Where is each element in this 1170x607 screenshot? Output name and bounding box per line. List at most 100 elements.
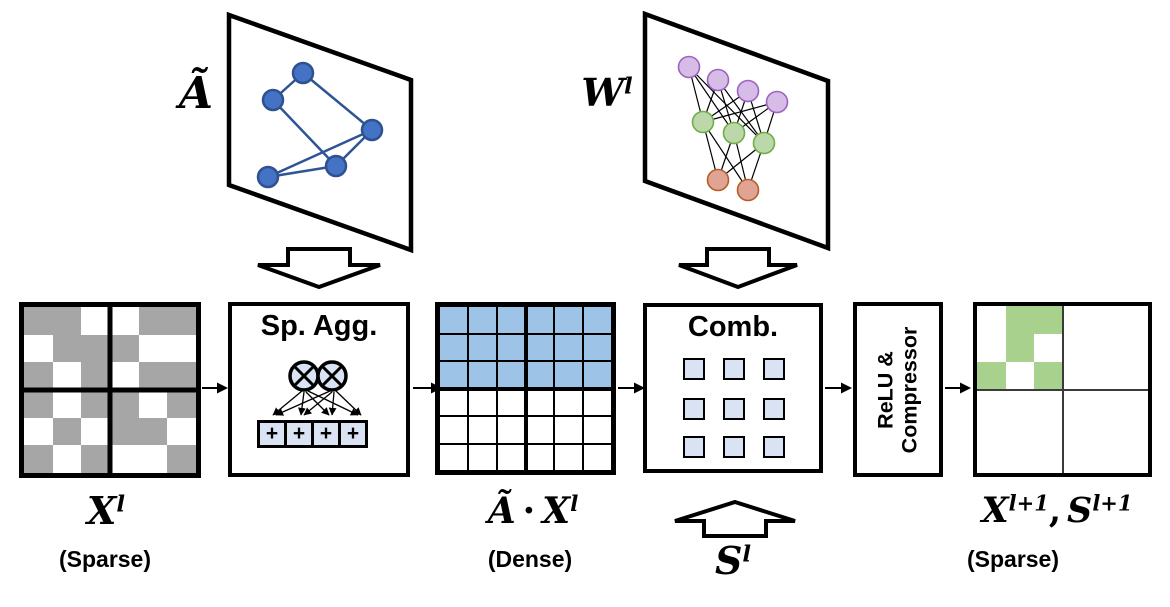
matrix-cell	[467, 443, 497, 471]
matrix-cell	[1120, 389, 1149, 417]
matrix-cell	[167, 389, 196, 418]
relu-compressor-label: ReLU & Compressor	[873, 326, 921, 453]
weights-plane	[642, 10, 831, 252]
matrix-cell	[24, 307, 53, 335]
arrowhead-icon	[960, 382, 971, 394]
matrix-cell	[52, 417, 82, 446]
matrix-cell	[167, 362, 196, 390]
matrix-cell	[1063, 417, 1092, 445]
graph-node	[360, 118, 384, 142]
matrix-cell	[1120, 445, 1149, 473]
accumulator-cell: +	[284, 420, 314, 448]
plus-icon: +	[346, 422, 360, 445]
plus-icon: +	[292, 422, 306, 445]
matrix-cell	[52, 334, 82, 363]
graph-node	[324, 154, 348, 178]
matrix-cell	[1120, 306, 1149, 334]
matrix-cell	[525, 416, 555, 444]
matrix-cell	[439, 388, 468, 416]
matrix-cell	[1063, 389, 1092, 417]
matrix-cell	[977, 389, 1006, 417]
matrix-cell	[139, 445, 168, 473]
matrix-cell	[52, 307, 82, 335]
comb-cell	[683, 398, 705, 420]
matrix-cell	[467, 333, 497, 361]
matrix-cell	[24, 418, 53, 446]
matrix-cell	[1063, 445, 1092, 473]
matrix-cell	[109, 389, 139, 418]
matrix-cell	[138, 417, 168, 446]
nn-node-output	[736, 178, 760, 202]
nn-nodes	[677, 55, 789, 202]
matrix-cell	[1120, 334, 1149, 362]
matrix-cell	[583, 361, 612, 389]
adjacency-plane	[226, 11, 414, 254]
matrix-cell	[109, 334, 139, 363]
comb-cell	[683, 358, 705, 380]
matrix-cell	[439, 306, 468, 334]
matrix-cell	[138, 307, 168, 335]
matrix-cell	[554, 361, 584, 389]
input-matrix-sublabel: (Sparse)	[58, 546, 152, 572]
matrix-cell	[53, 362, 82, 390]
matrix-cell	[977, 306, 1006, 334]
nn-node-hidden	[752, 131, 776, 155]
arrowhead-icon	[634, 382, 645, 394]
matrix-cell	[439, 443, 468, 471]
matrix-cell	[110, 362, 139, 390]
matrix-cell	[496, 306, 526, 334]
matrix-cell	[525, 388, 555, 416]
comb-cell	[723, 436, 745, 458]
matrix-cell	[525, 306, 555, 334]
nn-node-input	[765, 90, 789, 114]
matrix-cell	[525, 443, 555, 471]
matrix-cell	[1006, 417, 1035, 445]
nn-node-input	[677, 55, 701, 79]
sparse-aggregation-box: Sp. Agg.	[228, 302, 410, 477]
matrix-cell	[583, 416, 612, 444]
matrix-cell	[139, 335, 168, 363]
adjacency-label: Ã	[178, 68, 214, 119]
comb-cell	[763, 436, 785, 458]
flow-arrows	[202, 382, 971, 394]
matrix-cell	[1063, 306, 1092, 334]
aggregation-graphic	[272, 360, 362, 416]
output-matrix	[973, 302, 1152, 477]
matrix-cell	[496, 388, 526, 416]
matrix-cell	[583, 333, 612, 361]
up-arrow-icon	[674, 499, 796, 538]
matrix-cell	[525, 333, 555, 361]
matrix-cell	[167, 335, 196, 363]
dense-matrix-sublabel: (Dense)	[487, 546, 573, 572]
matrix-cell	[583, 443, 612, 471]
matrix-cell	[109, 417, 139, 446]
matrix-cell	[24, 335, 53, 363]
plus-icon: +	[265, 422, 279, 445]
matrix-cell	[167, 445, 196, 473]
matrix-cell	[24, 362, 53, 390]
matrix-cell	[1120, 417, 1149, 445]
matrix-cell	[110, 307, 139, 335]
matrix-cell	[1034, 445, 1063, 473]
combination-title: Comb.	[687, 311, 779, 343]
input-matrix	[19, 302, 201, 478]
matrix-cell	[1034, 417, 1063, 445]
matrix-cell	[496, 361, 526, 389]
comb-cell	[723, 398, 745, 420]
matrix-cell	[1005, 306, 1034, 334]
matrix-cell	[496, 443, 526, 471]
down-arrow-icon	[257, 247, 381, 290]
plus-icon: +	[319, 422, 333, 445]
nn-node-hidden	[722, 121, 746, 145]
matrix-cell	[1120, 362, 1149, 390]
matrix-cell	[1034, 334, 1063, 362]
matrix-cell	[554, 388, 584, 416]
matrix-cell	[1091, 389, 1120, 417]
matrix-cell	[81, 362, 110, 390]
matrix-cell	[467, 306, 497, 334]
matrix-cell	[1034, 389, 1063, 417]
matrix-cell	[1091, 306, 1120, 334]
comb-cell	[763, 398, 785, 420]
matrix-cell	[977, 334, 1006, 362]
